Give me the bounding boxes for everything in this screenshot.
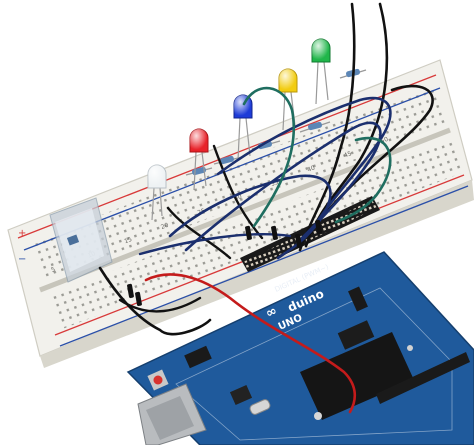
rail-blue-line-bottom (59, 185, 469, 347)
icsp-header (184, 345, 212, 369)
row-number-15: 15 (123, 236, 133, 245)
resistor (213, 155, 243, 165)
aux-header (348, 286, 368, 312)
row-number-50: 50 (380, 136, 390, 145)
power-header (376, 352, 470, 404)
wire-connector-tips (127, 219, 322, 307)
row-number-5: 5 (50, 266, 56, 274)
row-number-30: 30 (233, 193, 243, 202)
rail-plus-label: + (18, 228, 26, 239)
row-number-45: 45 (343, 150, 353, 159)
onboard-led (407, 345, 413, 351)
reset-button-cap (153, 375, 163, 385)
crystal (249, 399, 271, 415)
wire-navy (216, 96, 392, 232)
rail-minus-label: − (18, 254, 26, 265)
wire-black (98, 266, 212, 336)
wire-green (242, 86, 296, 228)
wire-navy (184, 121, 382, 252)
led-blue (233, 94, 253, 119)
capacitor (314, 412, 322, 420)
wire-navy (168, 174, 332, 260)
small-ic (337, 320, 375, 350)
clear-sensor-module (49, 197, 113, 283)
jumper-wires (98, 2, 434, 414)
wire-red (144, 273, 357, 414)
row-number-35: 35 (270, 179, 280, 188)
led-red (189, 128, 209, 153)
row-number-20: 20 (160, 222, 170, 231)
led-green (311, 38, 331, 63)
wire-black (298, 2, 356, 252)
atmega-chip (300, 332, 414, 420)
led-yellow (278, 68, 298, 93)
row-number-40: 40 (306, 164, 316, 173)
led-white (147, 164, 167, 189)
led-legs (151, 61, 329, 221)
wire-green (334, 136, 392, 224)
resistor (299, 121, 331, 133)
wire-black (166, 206, 232, 260)
wire-black (212, 144, 264, 240)
wire-black (118, 296, 202, 313)
usb-chip (229, 384, 253, 406)
